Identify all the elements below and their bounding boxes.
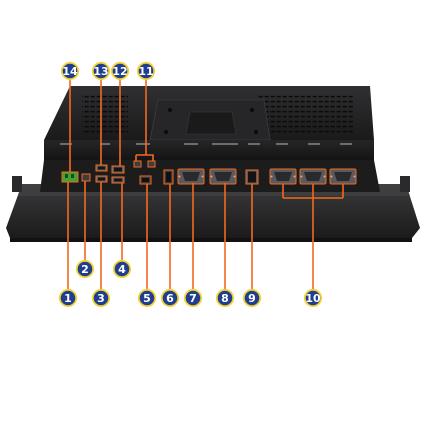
usb-port-3 — [95, 175, 108, 183]
callout-circle — [110, 61, 130, 81]
usb-port-12a — [111, 165, 125, 174]
callout-number: 9 — [248, 292, 256, 305]
serial-port-8 — [209, 168, 237, 185]
callout-circle — [215, 288, 235, 308]
callout-number: 5 — [143, 292, 151, 305]
power-button — [81, 173, 91, 182]
callout-number: 6 — [166, 292, 174, 305]
callout-circle — [58, 288, 78, 308]
callout-badge-3: 3 — [91, 288, 111, 308]
callout-circle — [183, 288, 203, 308]
lan-port-11a — [133, 160, 142, 168]
usb-port-4 — [111, 176, 125, 184]
serial-port-10b — [299, 168, 327, 185]
callout-badge-10: 10 — [303, 288, 323, 308]
serial-port-10a — [269, 168, 297, 185]
hdmi-port — [163, 169, 174, 185]
callout-circle — [242, 288, 262, 308]
right-vent-grille — [258, 94, 354, 134]
usb-port-9 — [245, 169, 259, 185]
callout-number: 3 — [97, 292, 105, 305]
callout-circle — [60, 61, 80, 81]
leader-line — [135, 79, 154, 161]
callout-badge-13: 13 — [91, 61, 111, 81]
callout-circle — [137, 288, 157, 308]
callout-badge-14: 14 — [60, 61, 80, 81]
leader-line — [282, 184, 344, 290]
callout-circle — [303, 288, 323, 308]
callout-badge-8: 8 — [215, 288, 235, 308]
left-vent-grille — [82, 94, 128, 134]
callout-circle — [91, 61, 111, 81]
callout-badge-11: 11 — [136, 61, 156, 81]
callout-number: 4 — [118, 263, 126, 276]
callout-circle — [160, 288, 180, 308]
callout-badge-12: 12 — [110, 61, 130, 81]
serial-port-10c — [329, 168, 357, 185]
callout-badge-6: 6 — [160, 288, 180, 308]
callout-number: 13 — [93, 65, 108, 78]
dc-in-terminal — [61, 171, 79, 183]
callout-number: 8 — [221, 292, 229, 305]
callout-number: 14 — [62, 65, 78, 78]
callout-number: 1 — [64, 292, 72, 305]
callout-circle — [91, 288, 111, 308]
callout-badge-9: 9 — [242, 288, 262, 308]
callout-number: 11 — [138, 65, 153, 78]
callout-badge-4: 4 — [112, 259, 132, 279]
callout-circle — [75, 259, 95, 279]
callout-badge-7: 7 — [183, 288, 203, 308]
callout-circle — [136, 61, 156, 81]
usb-port-13 — [95, 164, 108, 172]
callout-number: 2 — [81, 263, 89, 276]
callout-number: 7 — [189, 292, 197, 305]
callout-badge-2: 2 — [75, 259, 95, 279]
lan-port-5 — [139, 175, 152, 185]
serial-port-7 — [177, 168, 205, 185]
callout-number: 12 — [112, 65, 127, 78]
callout-circle — [112, 259, 132, 279]
callout-number: 10 — [305, 292, 321, 305]
callout-badge-1: 1 — [58, 288, 78, 308]
callout-badge-5: 5 — [137, 288, 157, 308]
lan-port-11b — [147, 160, 156, 168]
vesa-mount-plate — [149, 99, 271, 141]
